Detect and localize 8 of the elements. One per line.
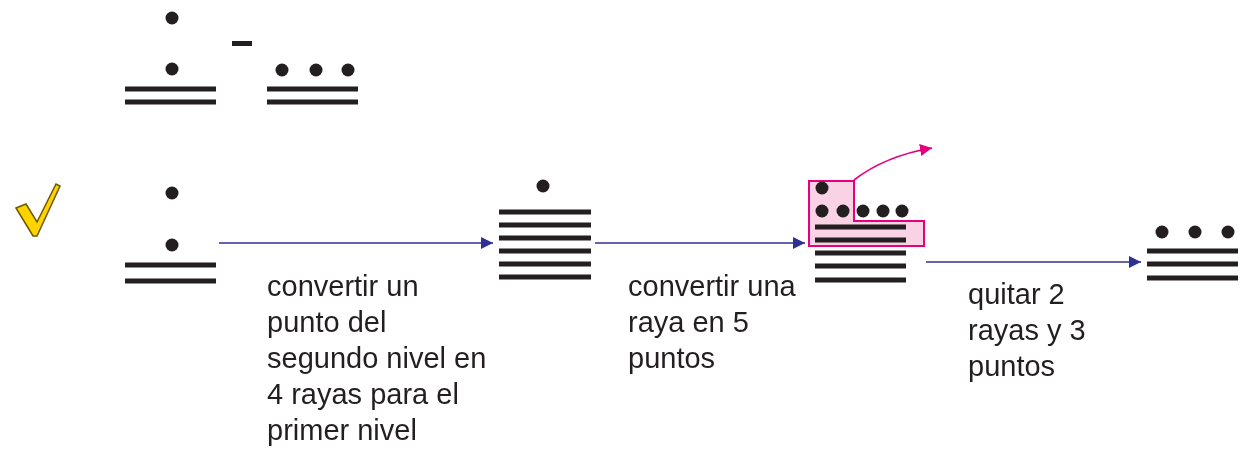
arrow	[594, 237, 806, 249]
arrow	[853, 144, 933, 181]
arrow	[925, 256, 1142, 268]
edge-label: convertir una raya en 5 puntos	[628, 269, 797, 376]
edge-label: convertir un punto del segundo nivel en 4 rayas para el primer nivel	[267, 269, 488, 448]
edge-label: quitar 2 rayas y 3 puntos	[968, 277, 1087, 384]
highlight-box	[808, 180, 925, 247]
arrow	[218, 237, 494, 249]
